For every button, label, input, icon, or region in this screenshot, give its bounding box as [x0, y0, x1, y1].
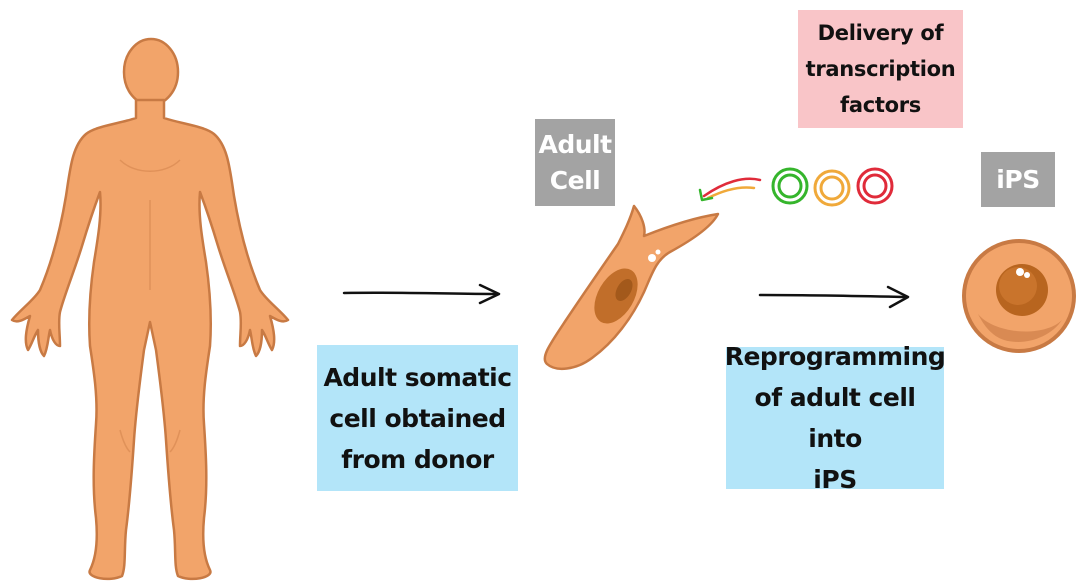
- reprogramming-label: Reprogramming of adult cell into iPS: [726, 347, 944, 489]
- transcription-factor-rings: [766, 162, 906, 212]
- ips-cell-icon: [954, 234, 1082, 364]
- ips-label: iPS: [981, 152, 1055, 207]
- human-body-silhouette: [0, 0, 300, 586]
- factor-delivery-arrow: [694, 168, 774, 208]
- delivery-of-factors-label: Delivery of transcription factors: [798, 10, 963, 128]
- process-arrow-to-ips: [758, 283, 918, 309]
- somatic-cell-label: Adult somatic cell obtained from donor: [317, 345, 518, 491]
- adult-cell-label: Adult Cell: [535, 119, 615, 206]
- adult-cell-icon: [532, 192, 732, 382]
- process-arrow-to-cell: [342, 281, 512, 305]
